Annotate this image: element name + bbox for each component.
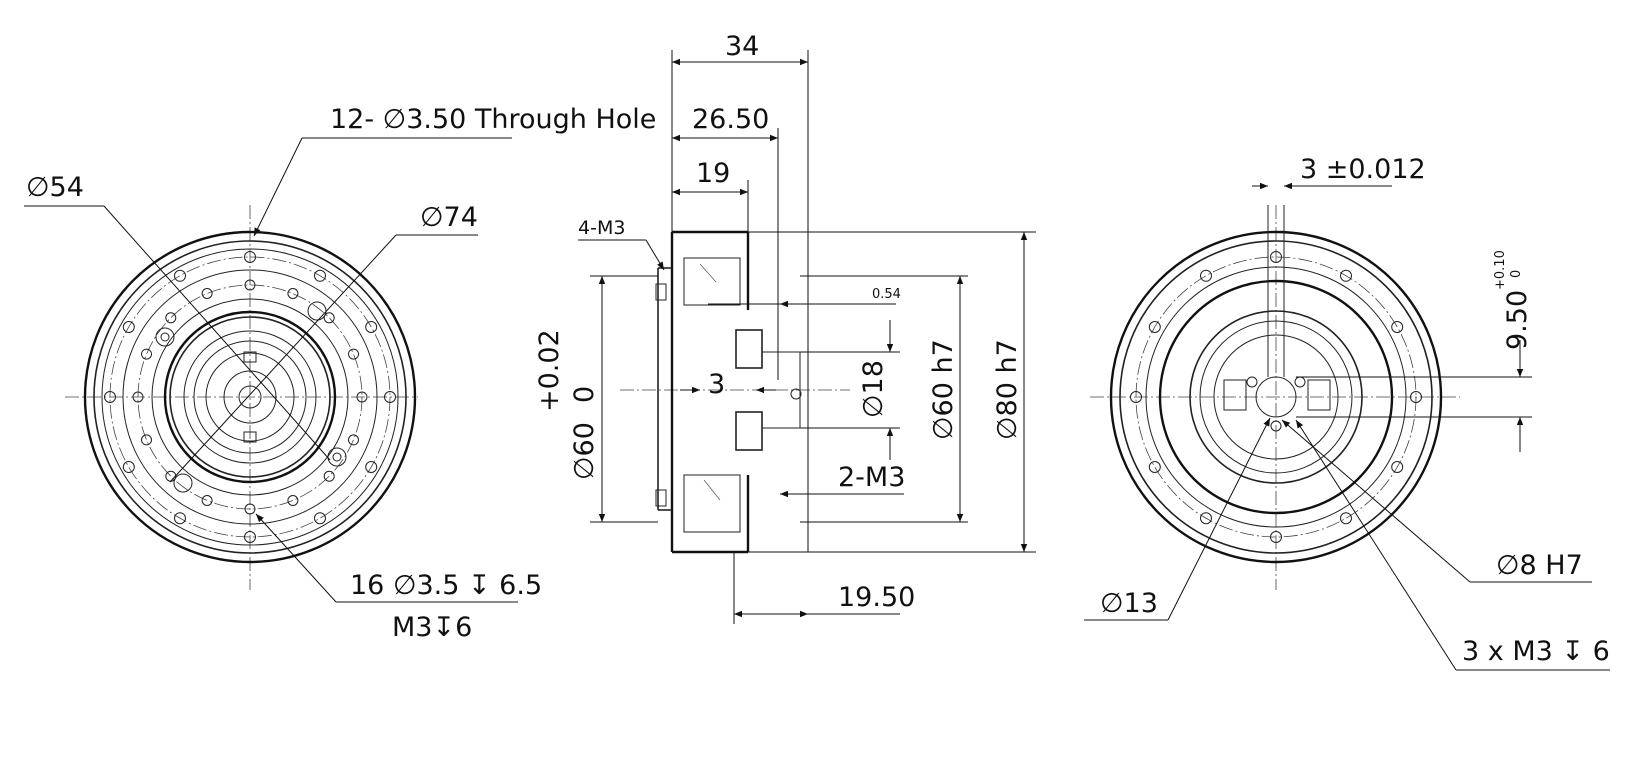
bolt-hole bbox=[365, 461, 378, 473]
bolt-hole bbox=[201, 288, 213, 299]
bolt-hole bbox=[348, 348, 359, 360]
bolt-hole bbox=[287, 288, 299, 299]
len-3-label: 3 bbox=[708, 369, 725, 400]
d80h7-label: ∅80 h7 bbox=[992, 339, 1023, 440]
d13-label: ∅13 bbox=[1100, 588, 1158, 619]
d60-label: ∅60 bbox=[569, 422, 600, 480]
bolt-hole bbox=[132, 391, 144, 403]
bolt-hole bbox=[244, 279, 256, 291]
key-depth-label: 9.50 bbox=[1502, 290, 1533, 350]
bolt-hole bbox=[122, 321, 135, 333]
bolt-hole bbox=[323, 312, 335, 324]
d60-tol-upper: +0.02 bbox=[534, 329, 565, 412]
bolt-hole bbox=[165, 312, 177, 324]
bolt-hole bbox=[1410, 391, 1422, 403]
bolt-hole bbox=[356, 391, 368, 403]
key-width-label: 3 ±0.012 bbox=[1300, 154, 1426, 185]
m3-3-label: 3 x M3 ↧ 6 bbox=[1462, 636, 1610, 667]
bolt-hole bbox=[122, 461, 135, 473]
key-depth-upper: +0.10 bbox=[1493, 250, 1508, 290]
bolt-hole bbox=[1130, 391, 1142, 403]
bolt-hole bbox=[244, 531, 256, 543]
d8h7-label: ∅8 H7 bbox=[1496, 550, 1583, 581]
gap-054-label: 0.54 bbox=[872, 287, 901, 302]
m3-2-label: 2-M3 bbox=[838, 462, 905, 493]
bolt-hole bbox=[314, 269, 326, 282]
len-19-label: 19 bbox=[696, 158, 730, 189]
bolt-hole bbox=[1391, 321, 1404, 333]
d18-label: ∅18 bbox=[858, 360, 889, 418]
bolt-hole bbox=[287, 495, 299, 506]
side-view: 34 26.50 19 4-M3 0.54 ∅60 +0.02 0 3 ∅18 … bbox=[534, 31, 1036, 624]
bolt-hole bbox=[141, 434, 152, 446]
bolt-hole bbox=[1340, 512, 1352, 525]
bolt-hole bbox=[384, 391, 396, 403]
through-hole-label: 12- ∅3.50 Through Hole bbox=[330, 104, 656, 135]
bolt-hole bbox=[314, 512, 326, 525]
bolt-hole bbox=[244, 251, 256, 263]
tapped-holes-label-1: 16 ∅3.5 ↧ 6.5 bbox=[350, 570, 542, 601]
bolt-hole bbox=[1391, 461, 1404, 473]
bolt-hole bbox=[1270, 531, 1282, 543]
bolt-hole bbox=[201, 495, 213, 506]
bolt-hole bbox=[1148, 461, 1161, 473]
bolt-hole bbox=[1340, 269, 1352, 282]
bolt-hole bbox=[244, 503, 256, 515]
bolt-hole bbox=[141, 348, 152, 360]
d74-label: ∅74 bbox=[420, 202, 478, 233]
tapped-holes-label-2: M3↧6 bbox=[392, 612, 472, 643]
bolt-hole bbox=[174, 269, 186, 282]
bolt-hole bbox=[1148, 321, 1161, 333]
m3-4-label: 4-M3 bbox=[578, 217, 625, 239]
front-view: 12- ∅3.50 Through Hole ∅54 ∅74 16 ∅3.5 ↧… bbox=[24, 104, 656, 643]
key-depth-lower: 0 bbox=[1509, 270, 1524, 278]
bolt-hole bbox=[365, 321, 378, 333]
bolt-hole bbox=[323, 470, 335, 482]
d54-label: ∅54 bbox=[26, 172, 84, 203]
bolt-hole bbox=[1270, 251, 1282, 263]
bolt-hole bbox=[1200, 512, 1212, 525]
len-34-label: 34 bbox=[725, 31, 759, 62]
bolt-hole bbox=[348, 434, 359, 446]
bolt-hole bbox=[1200, 269, 1212, 282]
bolt-hole bbox=[104, 391, 116, 403]
len-1950-label: 19.50 bbox=[838, 582, 915, 613]
rear-view: 3 ±0.012 9.50 +0.10 0 ∅8 H7 ∅13 3 x M3 ↧… bbox=[1084, 154, 1610, 671]
d60-tol-lower: 0 bbox=[569, 386, 600, 403]
d60h7-label: ∅60 h7 bbox=[928, 339, 959, 440]
len-2650-label: 26.50 bbox=[692, 104, 769, 135]
bolt-hole bbox=[174, 512, 186, 525]
